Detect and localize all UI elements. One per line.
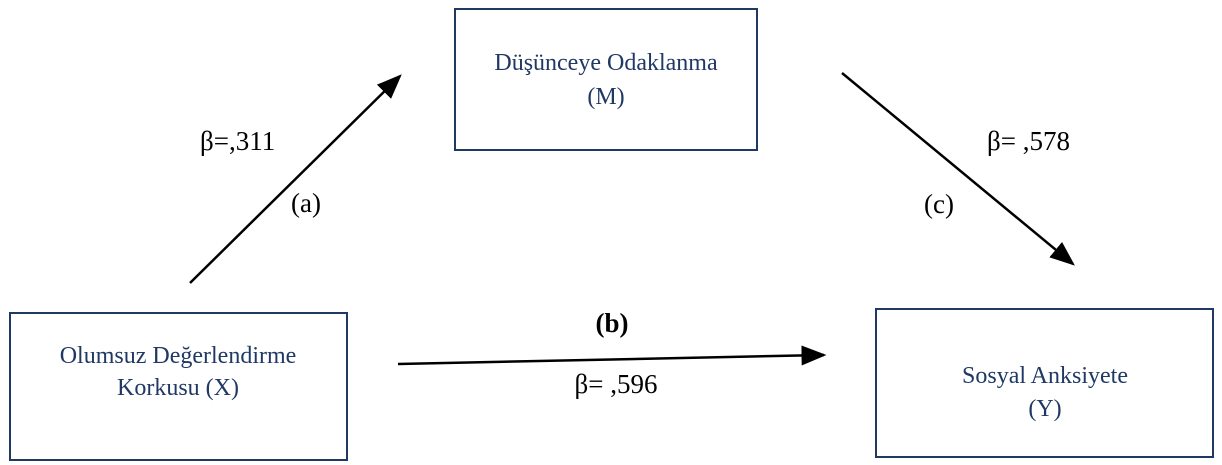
outcome-label-line1: Sosyal Anksiyete [962,363,1128,389]
predictor-label-line2: Korkusu (X) [117,375,239,401]
path-a-arrow [189,74,402,284]
path-b-label: (b) [596,308,629,338]
path-b-arrow [397,345,827,366]
mediator-box [454,8,758,151]
path-b-coefficient: β= ,596 [575,369,658,399]
mediator-label-line1: Düşünceye Odaklanma [494,50,718,76]
path-c-coefficient: β= ,578 [987,126,1070,156]
path-a-label: (a) [291,188,321,218]
mediator-label-line2: (M) [587,84,624,110]
predictor-node: Olumsuz Değerlendirme Korkusu (X) [9,312,348,461]
predictor-box [9,312,348,461]
path-a-coefficient: β=,311 [200,126,275,156]
path-c: β= ,578 (c) [841,72,1075,266]
outcome-box [875,308,1214,458]
path-b: (b) β= ,596 [397,308,827,399]
mediator-node: Düşünceye Odaklanma (M) [454,8,758,151]
outcome-label-line2: (Y) [1028,396,1061,422]
path-c-label: (c) [924,189,954,219]
path-c-arrow [841,72,1075,266]
predictor-label-line1: Olumsuz Değerlendirme [60,343,297,369]
outcome-node: Sosyal Anksiyete (Y) [875,308,1214,458]
path-a: β=,311 (a) [189,74,402,284]
